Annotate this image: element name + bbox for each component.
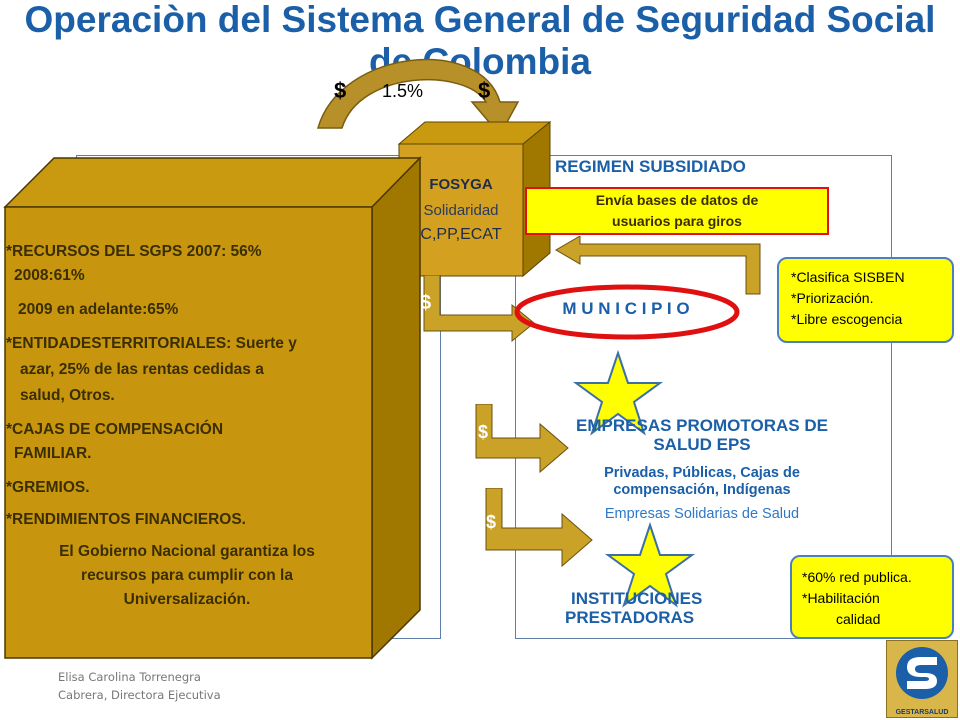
logo-icon xyxy=(896,647,948,699)
recursos-line: azar, 25% de las rentas cedidas a xyxy=(20,361,264,378)
logo-text: GESTARSALUD xyxy=(895,709,949,716)
recursos-box-shape xyxy=(3,156,422,660)
dollar-arrow-4: $ xyxy=(486,512,497,532)
page-title: Operaciòn del Sistema General de Segurid… xyxy=(24,0,936,40)
ips-line1: INSTITUCIONES xyxy=(571,589,703,608)
recursos-line: FAMILIAR. xyxy=(14,445,92,462)
sisben-item: *Clasifica SISBEN xyxy=(791,269,905,285)
dollar-arrow-3: $ xyxy=(478,422,489,442)
ips-arrow xyxy=(485,488,593,568)
bases-datos-line2: usuarios para giros xyxy=(612,213,742,229)
recursos-line: *RECURSOS DEL SGPS 2007: 56% xyxy=(6,243,262,260)
recursos-line: El Gobierno Nacional garantiza los xyxy=(59,543,315,560)
eps-sub-line1: Privadas, Públicas, Cajas de xyxy=(604,465,800,481)
ips-title: INSTITUCIONES PRESTADORAS xyxy=(565,589,702,627)
recursos-line: *ENTIDADESTERRITORIALES: Suerte y xyxy=(6,335,297,352)
municipio-ellipse xyxy=(514,284,740,340)
return-arrow xyxy=(555,236,761,295)
red-publica-callout: *60% red publica. *Habilitación calidad xyxy=(790,555,954,639)
fosyga-box: FOSYGA Solidaridad C,PP,ECAT xyxy=(399,174,523,246)
bases-datos-box: Envía bases de datos de usuarios para gi… xyxy=(525,187,829,235)
eps-title: EMPRESAS PROMOTORAS DE SALUD EPS xyxy=(516,416,888,454)
recursos-line: 2008:61% xyxy=(14,267,85,284)
fosyga-to-municipio-arrow xyxy=(423,275,535,343)
eps-title-line1: EMPRESAS PROMOTORAS DE xyxy=(576,416,828,435)
arc-percent: 1.5% xyxy=(382,81,424,101)
recursos-line: salud, Otros. xyxy=(20,387,115,404)
gestarsalud-logo: GESTARSALUD xyxy=(886,640,958,718)
bases-datos-line1: Envía bases de datos de xyxy=(595,192,759,208)
footer-line1: Elisa Carolina Torrenegra xyxy=(58,670,201,684)
dollar-arrow-1: $ xyxy=(420,292,432,314)
municipio-label: M U N I C I P I O xyxy=(562,299,690,318)
regimen-title: REGIMEN SUBSIDIADO xyxy=(555,157,746,176)
eps-sub-line3: Empresas Solidarias de Salud xyxy=(604,506,800,522)
transfer-arc-arrow xyxy=(317,58,520,137)
star-icon xyxy=(604,522,696,608)
recursos-line: 2009 en adelante:65% xyxy=(18,301,179,318)
fosyga-line2: Solidaridad xyxy=(423,202,499,219)
recursos-line: *RENDIMIENTOS FINANCIEROS. xyxy=(6,511,246,528)
red-line2: *Habilitación xyxy=(802,590,880,606)
eps-arrow xyxy=(475,404,569,474)
ips-line2: PRESTADORAS xyxy=(565,608,695,627)
footer-author: Elisa Carolina Torrenegra Cabrera, Direc… xyxy=(58,668,221,704)
eps-subtitle: Privadas, Públicas, Cajas de compensació… xyxy=(516,465,888,499)
eps-sub-line2: compensación, Indígenas xyxy=(613,482,791,498)
arc-dollar-right: $ xyxy=(478,78,491,103)
recursos-box: *RECURSOS DEL SGPS 2007: 56% 2008:61% 20… xyxy=(6,240,368,612)
eps-title-line2: SALUD EPS xyxy=(653,435,751,454)
sisben-callout: *Clasifica SISBEN *Priorización. *Libre … xyxy=(777,257,954,343)
red-line3: calidad xyxy=(836,611,881,627)
red-line1: *60% red publica. xyxy=(802,569,912,585)
sisben-item: *Libre escogencia xyxy=(791,311,903,327)
recursos-line: *GREMIOS. xyxy=(6,479,90,496)
recursos-line: recursos para cumplir con la xyxy=(81,567,293,584)
arc-dollar-left: $ xyxy=(334,78,347,103)
star-icon xyxy=(572,350,664,436)
recursos-line: *CAJAS DE COMPENSACIÓN xyxy=(6,421,224,438)
fosyga-title: FOSYGA xyxy=(429,176,493,193)
recursos-line: Universalización. xyxy=(123,591,251,608)
sisben-item: *Priorización. xyxy=(791,290,874,306)
fosyga-line3: C,PP,ECAT xyxy=(420,226,502,243)
footer-line2: Cabrera, Directora Ejecutiva xyxy=(58,688,221,702)
